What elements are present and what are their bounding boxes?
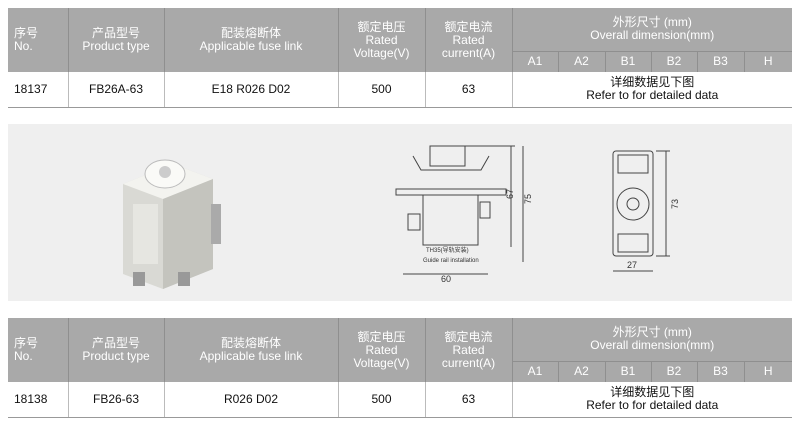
header-dimension: 外形尺寸 (mm)Overall dimension(mm) — [512, 8, 793, 51]
dim-27: 27 — [627, 260, 637, 270]
dim-60: 60 — [441, 274, 451, 284]
dim-col: A2 — [558, 360, 606, 382]
product-photo — [123, 159, 221, 289]
table-row: 18137 FB26A-63 E18 R026 D02 500 63 详细数据见… — [8, 72, 793, 108]
dim-col: B3 — [697, 50, 745, 72]
dim-col: A1 — [512, 360, 559, 382]
dim-col: A2 — [558, 50, 606, 72]
dim-col: B1 — [605, 360, 652, 382]
rail-label-cn: TH35(导轨安装) — [426, 246, 469, 254]
cell-type: FB26A-63 — [68, 72, 165, 108]
rail-label-en: Guide rail installation — [423, 258, 479, 264]
dim-67: 67 — [505, 189, 515, 199]
dim-col: B2 — [651, 50, 698, 72]
dim-73: 73 — [670, 199, 680, 209]
dim-col: B3 — [697, 360, 745, 382]
dim-col: B2 — [651, 360, 698, 382]
cell-voltage: 500 — [338, 72, 426, 108]
front-view-drawing: 73 27 — [612, 150, 680, 272]
dim-col: B1 — [605, 50, 652, 72]
cell-no: 18138 — [8, 382, 69, 418]
cell-fuse: E18 R026 D02 — [164, 72, 339, 108]
dim-col: A1 — [512, 50, 559, 72]
dim-75: 75 — [523, 194, 533, 204]
cell-type: FB26-63 — [68, 382, 165, 418]
cell-no: 18137 — [8, 72, 69, 108]
side-view-drawing: 67 75 TH35(导轨安装) Guide rail installation… — [395, 145, 533, 284]
product-image-panel: 67 75 TH35(导轨安装) Guide rail installation… — [8, 124, 792, 301]
dim-col: H — [744, 50, 793, 72]
header-dimension: 外形尺寸 (mm)Overall dimension(mm) — [512, 318, 793, 361]
cell-current: 63 — [425, 382, 513, 418]
cell-fuse: R026 D02 — [164, 382, 339, 418]
cell-voltage: 500 — [338, 382, 426, 418]
cell-current: 63 — [425, 72, 513, 108]
dim-col: H — [744, 360, 793, 382]
